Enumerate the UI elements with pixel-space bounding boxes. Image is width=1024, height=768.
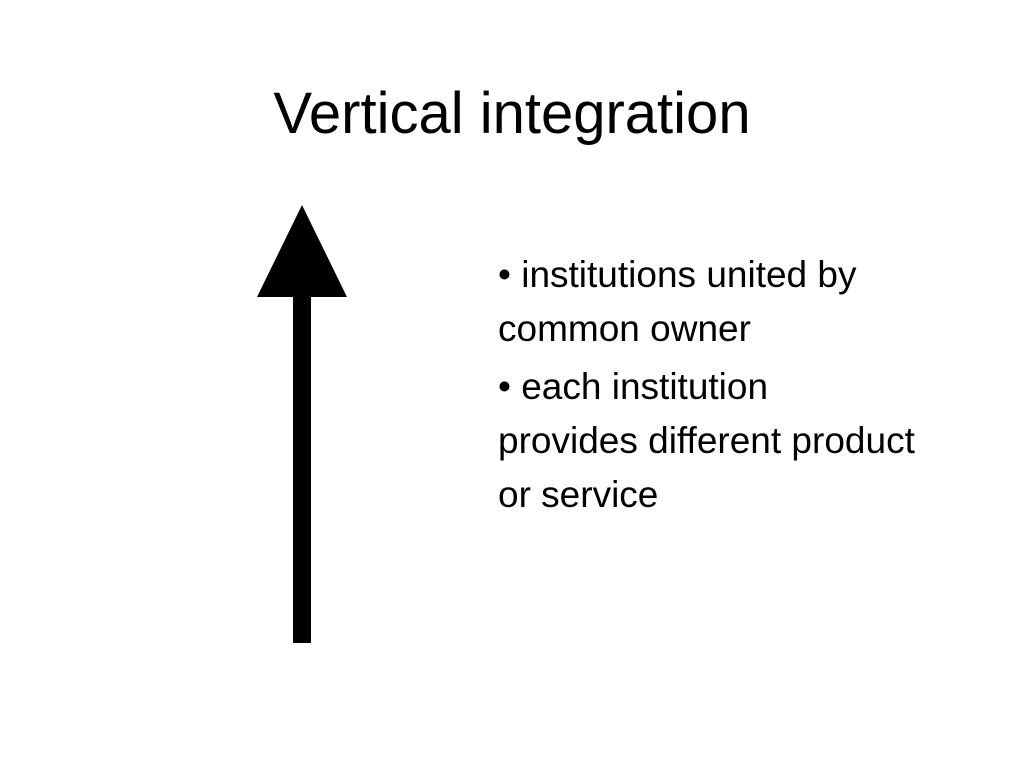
arrow-shaft: [293, 295, 311, 643]
slide-title: Vertical integration: [273, 81, 751, 146]
bullet-list: • institutions united by common owner • …: [498, 248, 918, 526]
arrow-head: [257, 205, 347, 297]
arrow-up-icon: [257, 205, 347, 643]
bullet-item: • each institution provides different pr…: [498, 366, 915, 515]
bullet-item: • institutions united by common owner: [498, 254, 857, 349]
